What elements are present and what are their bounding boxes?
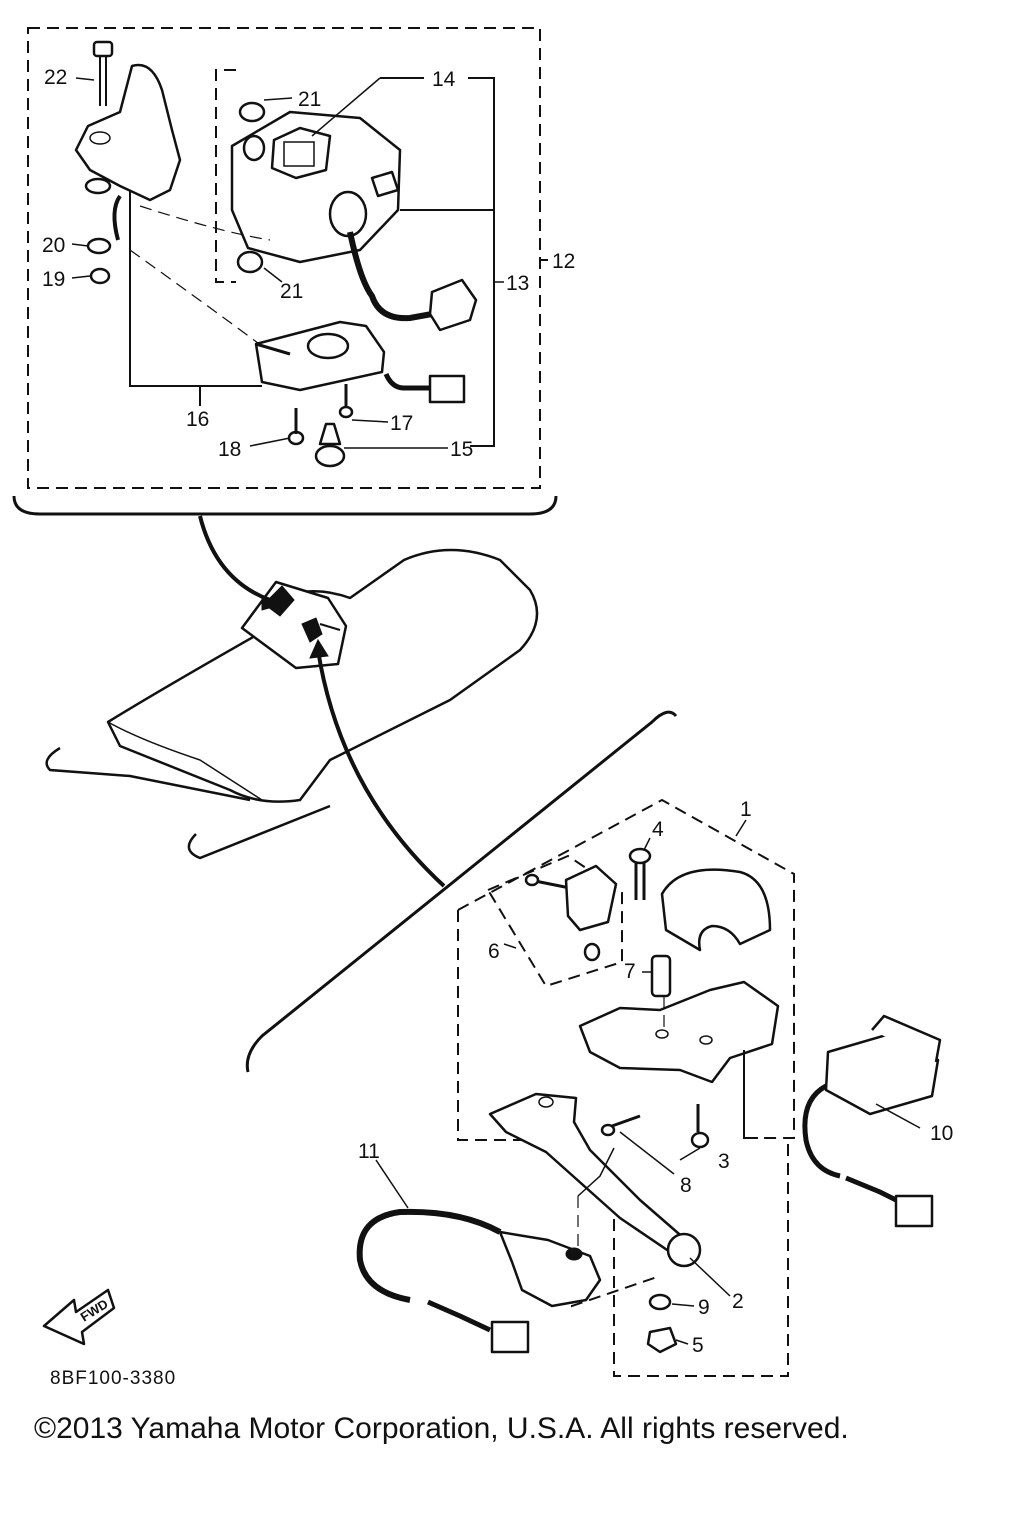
callout-21a: 21 — [298, 88, 321, 111]
callout-4: 4 — [652, 818, 664, 841]
grommet-21-upper — [238, 101, 266, 123]
fwd-arrow-icon: FWD — [42, 1288, 116, 1346]
relay-10 — [802, 1014, 942, 1228]
screw-15 — [314, 422, 346, 468]
screw-8 — [600, 1114, 641, 1137]
snowmobile-outline — [45, 548, 539, 860]
lever-cover — [660, 868, 772, 952]
lever-holder — [578, 980, 780, 1084]
callout-21b: 21 — [280, 280, 303, 303]
copyright-notice: ©2013 Yamaha Motor Corporation, U.S.A. A… — [34, 1412, 849, 1445]
callout-1: 1 — [740, 798, 752, 821]
grommet-21-lower — [236, 250, 264, 274]
callout-9: 9 — [698, 1296, 710, 1319]
nut-5 — [646, 1326, 678, 1354]
callout-10: 10 — [930, 1122, 953, 1145]
callout-3: 3 — [718, 1150, 730, 1173]
washer-19 — [89, 267, 111, 285]
callout-22: 22 — [44, 66, 67, 89]
bolt-3 — [690, 1104, 710, 1149]
brake-lever-2 — [488, 1092, 702, 1268]
group-bracket-13 — [468, 77, 495, 447]
washer-9 — [648, 1293, 672, 1311]
callout-17: 17 — [390, 412, 413, 435]
screw-17 — [338, 384, 354, 419]
callout-19: 19 — [42, 268, 65, 291]
callout-16: 16 — [186, 408, 209, 431]
callout-7: 7 — [624, 960, 636, 983]
collar-7 — [650, 954, 672, 998]
top-inset-border — [27, 27, 541, 489]
callout-12: 12 — [552, 250, 575, 273]
bottom-inset — [245, 710, 942, 1377]
callout-8: 8 — [680, 1174, 692, 1197]
mount-bracket — [74, 63, 182, 241]
bottom-inset-bracket — [245, 710, 678, 1073]
callout-18: 18 — [218, 438, 241, 461]
callout-5: 5 — [692, 1334, 704, 1357]
callout-14: 14 — [432, 68, 456, 91]
callout-15: 15 — [450, 438, 473, 461]
nut-20 — [86, 237, 112, 255]
bolt-4 — [628, 847, 652, 900]
throttle-housing — [230, 110, 478, 332]
callout-6: 6 — [488, 940, 500, 963]
arrow-to-inset-top — [198, 515, 271, 602]
group-bracket-16 — [129, 190, 262, 387]
callout-2: 2 — [732, 1290, 744, 1313]
callout-20: 20 — [42, 234, 65, 257]
callout-11: 11 — [358, 1140, 380, 1163]
bolt-22 — [92, 40, 114, 106]
switch-6 — [524, 864, 618, 962]
diagram-code: 8BF100-3380 — [50, 1368, 176, 1389]
arrow-to-inset-bottom — [316, 649, 446, 888]
brake-switch-11 — [356, 1208, 602, 1354]
callout-13: 13 — [506, 272, 529, 295]
top-inset-bottom-bracket — [12, 495, 558, 516]
screw-18 — [287, 408, 305, 446]
throttle-switch-assembly — [254, 320, 466, 404]
top-inset — [12, 27, 558, 516]
